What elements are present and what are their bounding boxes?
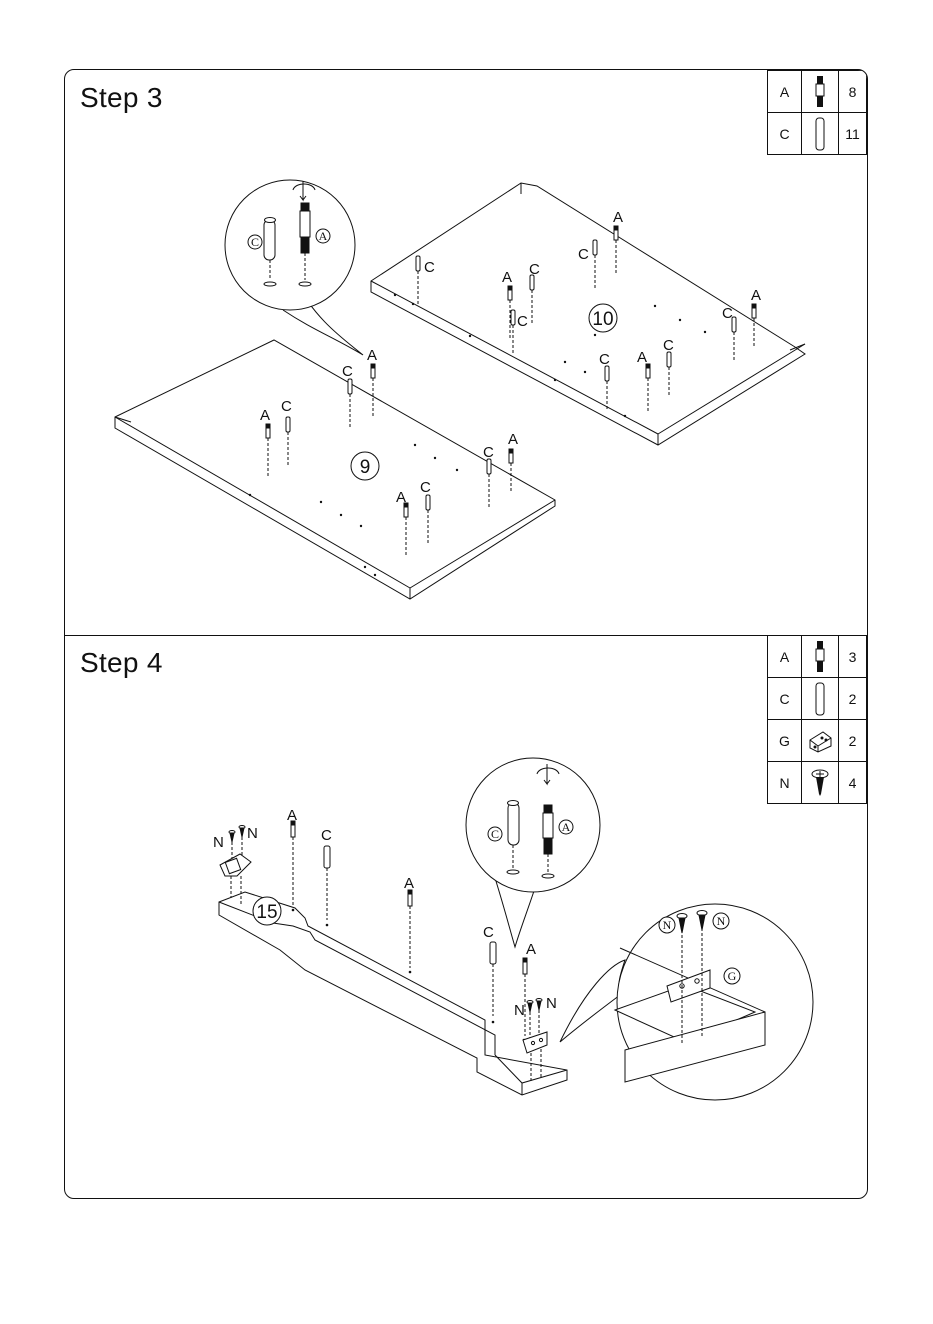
- label-n: N: [546, 995, 557, 1012]
- svg-text:N: N: [717, 914, 726, 928]
- label-c: C: [321, 827, 332, 844]
- svg-text:C: C: [491, 827, 499, 841]
- svg-text:G: G: [728, 969, 737, 983]
- label-c: C: [483, 924, 494, 941]
- screws-left: [229, 826, 245, 859]
- label-a: A: [526, 941, 536, 958]
- screws-right: [527, 999, 542, 1039]
- label-a: A: [287, 807, 297, 824]
- label-n: N: [247, 825, 258, 842]
- label-n: N: [514, 1002, 525, 1019]
- panel-number-15: 15: [253, 897, 281, 925]
- detail-zoom-bubble: C A: [466, 758, 600, 947]
- svg-text:15: 15: [256, 902, 277, 923]
- label-a: A: [404, 875, 414, 892]
- bracket-zoom-bubble: N N G: [560, 904, 813, 1100]
- instruction-sheet: Step 3 A 8 C 11: [64, 69, 868, 1199]
- svg-text:N: N: [663, 918, 672, 932]
- label-n: N: [213, 834, 224, 851]
- svg-text:A: A: [562, 820, 571, 834]
- step-4-illustration: N N A C A C A N N 15: [65, 70, 868, 1199]
